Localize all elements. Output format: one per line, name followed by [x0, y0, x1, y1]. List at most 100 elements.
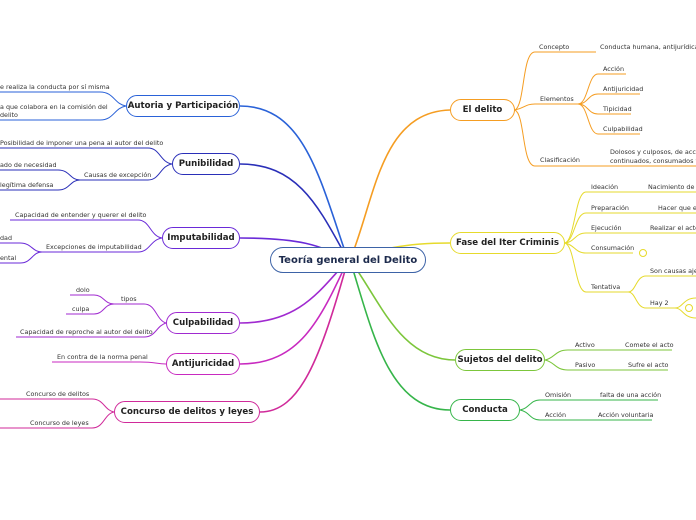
- label-concepto[interactable]: Concepto: [539, 43, 570, 51]
- node-el-delito[interactable]: El delito: [450, 99, 515, 121]
- connector-root-sujetos: [349, 259, 456, 361]
- label-ideacion[interactable]: Ideación: [591, 183, 619, 191]
- connector-tipos-culpa: [66, 303, 115, 315]
- connector-sujetos-activo: [544, 349, 618, 361]
- connector-iter-tentativa: [564, 242, 628, 293]
- label-culpa[interactable]: culpa: [72, 305, 90, 313]
- label-causa1[interactable]: ado de necesidad: [0, 161, 57, 169]
- connector-elementos-antijuricidad: [577, 93, 640, 105]
- label-clasificacion-def-2[interactable]: continuados, consumados y ter: [610, 157, 696, 165]
- label-omision-def[interactable]: falta de una acción: [600, 391, 662, 399]
- label-imputabilidad-line1[interactable]: Capacidad de entender y querer el delito: [15, 211, 147, 219]
- connector-causas-c2: [0, 179, 81, 191]
- label-tentativa-def-2[interactable]: Hay 2: [650, 299, 669, 307]
- label-elementos[interactable]: Elementos: [540, 95, 574, 103]
- label-activo[interactable]: Activo: [575, 341, 595, 349]
- label-excepciones[interactable]: Excepciones de imputabilidad: [46, 243, 142, 251]
- connector-autoria-line1: [0, 91, 127, 107]
- connector-sujetos-pasivo: [544, 359, 618, 371]
- connector-exc-1: [0, 242, 43, 253]
- label-accion[interactable]: Acción: [603, 65, 625, 73]
- node-imputabilidad[interactable]: Imputabilidad: [162, 227, 240, 249]
- node-conducta[interactable]: Conducta: [450, 399, 520, 421]
- node-culpabilidad[interactable]: Culpabilidad: [166, 312, 240, 334]
- node-punibilidad[interactable]: Punibilidad: [172, 153, 240, 175]
- connector-imputabilidad-exc: [42, 237, 163, 253]
- label-clasificacion-def-1[interactable]: Dolosos y culposos, de acción y: [610, 148, 696, 156]
- connector-iter-consumacion: [564, 242, 633, 254]
- label-antijuricidad[interactable]: Antijuricidad: [603, 85, 644, 93]
- connector-autoria-line2: [0, 105, 127, 121]
- label-conducta-accion-def[interactable]: Acción voluntaria: [598, 411, 654, 419]
- label-causa2[interactable]: legítima defensa: [0, 181, 54, 189]
- label-punibilidad-line1[interactable]: Posibilidad de imponer una pena al autor…: [0, 139, 164, 147]
- node-autoria[interactable]: Autoria y Participación: [126, 95, 240, 117]
- connector-concurso-c2: [0, 411, 115, 429]
- label-clasificacion[interactable]: Clasificación: [540, 156, 580, 164]
- node-iter-criminis[interactable]: Fase del Iter Criminis: [450, 232, 565, 254]
- label-autoria-line2a[interactable]: a que colabora en la comisión del: [0, 103, 108, 111]
- hay2-collapse-marker: [685, 304, 693, 312]
- connector-culpabilidad-tipos: [114, 303, 167, 324]
- label-dolo[interactable]: dolo: [76, 286, 90, 294]
- connector-hay2-sub1: [674, 297, 696, 309]
- connector-elementos-culpabilidad: [577, 103, 640, 135]
- label-omision[interactable]: Omisión: [545, 391, 572, 399]
- node-concurso[interactable]: Concurso de delitos y leyes: [114, 401, 260, 423]
- label-concepto-def[interactable]: Conducta humana, antijurídica y cu: [600, 43, 696, 51]
- label-pasivo[interactable]: Pasivo: [575, 361, 596, 369]
- label-consumacion[interactable]: Consumación: [591, 244, 635, 252]
- root-node[interactable]: Teoría general del Delito: [270, 247, 426, 273]
- connector-punibilidad-causas: [80, 163, 173, 181]
- label-causas[interactable]: Causas de excepción: [84, 171, 152, 179]
- connector-concurso-c1: [0, 398, 115, 413]
- label-autoria-line2b[interactable]: delito: [0, 111, 18, 119]
- label-tentativa-def-1[interactable]: Son causas ajen: [650, 267, 696, 275]
- label-culpabilidad[interactable]: Culpabilidad: [603, 125, 643, 133]
- connector-el-delito-concepto: [514, 51, 596, 111]
- connector-causas-c1: [0, 169, 81, 181]
- connector-iter-ideacion: [564, 191, 630, 244]
- connector-antijuricidad-line1: [52, 361, 167, 365]
- label-concurso-c2[interactable]: Concurso de leyes: [30, 419, 89, 427]
- label-pasivo-def[interactable]: Sufre el acto: [628, 361, 669, 369]
- label-preparacion-def[interactable]: Hacer que el: [658, 204, 696, 212]
- label-antijuricidad-line1[interactable]: En contra de la norma penal: [57, 353, 148, 361]
- label-tipos[interactable]: tipos: [121, 295, 137, 303]
- label-exc2[interactable]: ental: [0, 254, 17, 262]
- label-preparacion[interactable]: Preparación: [591, 204, 629, 212]
- connector-imputabilidad-line1: [10, 219, 163, 239]
- connector-root-concurso: [259, 259, 349, 413]
- label-activo-def[interactable]: Comete el acto: [625, 341, 674, 349]
- connector-hay2-sub2: [674, 307, 696, 319]
- connector-conducta-omision: [519, 399, 596, 411]
- connector-punibilidad-line1: [0, 147, 173, 165]
- node-sujetos[interactable]: Sujetos del delito: [455, 349, 545, 371]
- label-culpabilidad-line1[interactable]: Capacidad de reproche al autor del delit…: [20, 328, 153, 336]
- label-concurso-c1[interactable]: Concurso de delitos: [26, 390, 90, 398]
- label-ejecucion[interactable]: Ejecución: [591, 224, 622, 232]
- connector-culpabilidad-line1: [16, 322, 167, 338]
- label-ideacion-def[interactable]: Nacimiento de la: [648, 183, 696, 191]
- connector-root-antijuricidad: [239, 259, 349, 365]
- label-autoria-line1[interactable]: e realiza la conducta por sí misma: [0, 83, 110, 91]
- connector-iter-preparacion: [564, 212, 630, 244]
- connector-root-autoria: [239, 105, 349, 261]
- connector-tipos-dolo: [70, 294, 115, 305]
- label-tentativa[interactable]: Tentativa: [591, 283, 621, 291]
- node-antijuricidad[interactable]: Antijuricidad: [166, 353, 240, 375]
- connector-tentativa-causas: [627, 275, 696, 293]
- connector-root-conducta: [349, 259, 451, 411]
- connector-elementos-accion: [577, 73, 626, 105]
- connector-exc-2: [0, 251, 43, 264]
- label-exc1[interactable]: dad: [0, 234, 13, 242]
- label-tipicidad[interactable]: Tipicidad: [603, 105, 632, 113]
- connector-root-punibilidad: [239, 163, 349, 261]
- connector-el-delito-elementos: [514, 103, 578, 111]
- connector-conducta-accion: [519, 409, 596, 421]
- connector-el-delito-clasificacion: [514, 109, 598, 167]
- connector-iter-ejecucion: [564, 232, 630, 244]
- label-conducta-accion[interactable]: Acción: [545, 411, 567, 419]
- label-ejecucion-def[interactable]: Realizar el acto: [650, 224, 696, 232]
